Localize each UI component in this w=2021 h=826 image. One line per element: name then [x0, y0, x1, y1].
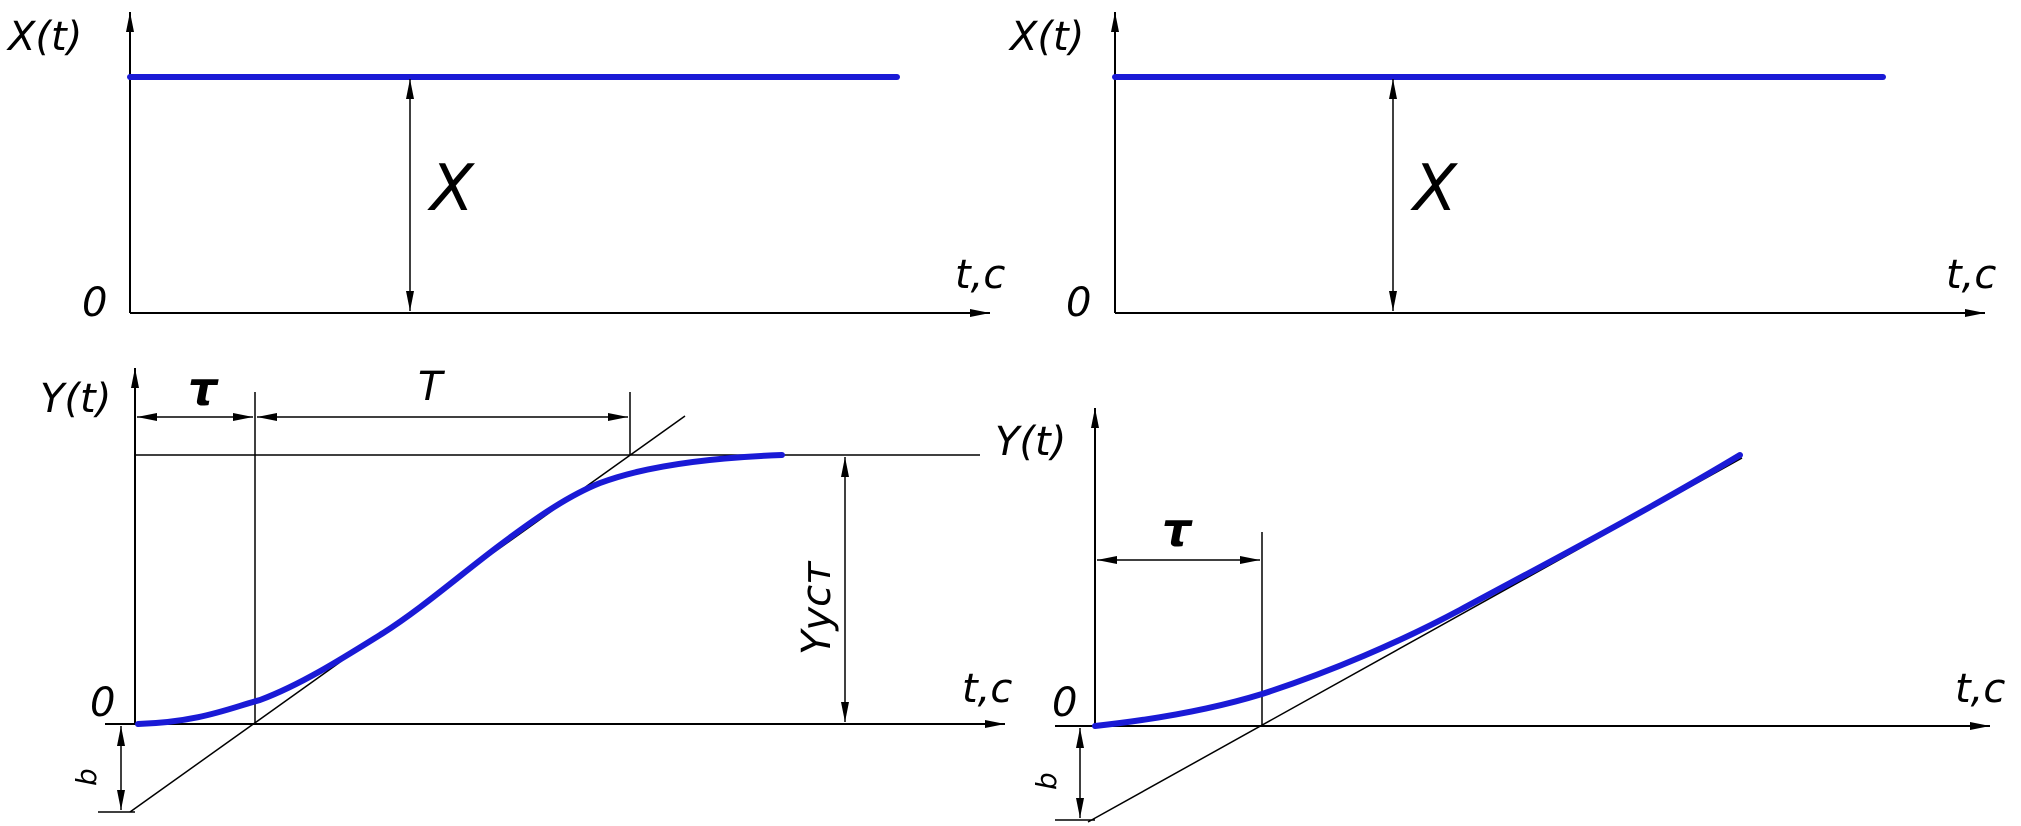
y-axis-label: Y(t) — [40, 376, 111, 422]
y-axis-label: Y(t) — [995, 419, 1066, 465]
origin-label: 0 — [90, 680, 115, 726]
origin-label: 0 — [1052, 680, 1077, 726]
tau-label: τ — [188, 362, 219, 416]
steady-state-label: Yуст — [794, 560, 840, 655]
panel-bottom-left: Y(t) t,c 0 τ T Yуст b — [40, 362, 1012, 813]
y-axis-label: X(t) — [6, 14, 82, 60]
amplitude-label: X — [427, 152, 475, 226]
x-axis-label: t,c — [1946, 252, 1996, 298]
origin-label: 0 — [82, 280, 107, 326]
x-axis-label: t,c — [955, 252, 1005, 298]
T-label: T — [418, 364, 446, 410]
panel-top-left: X(t) t,c 0 X — [6, 12, 1005, 326]
amplitude-label: X — [1410, 152, 1458, 226]
tau-label: τ — [1162, 503, 1193, 557]
b-label: b — [1030, 772, 1063, 790]
origin-label: 0 — [1066, 280, 1091, 326]
panel-top-right: X(t) t,c 0 X — [1008, 12, 1996, 326]
b-label: b — [70, 768, 103, 786]
panel-bottom-right: Y(t) t,c 0 τ b — [995, 408, 2005, 823]
x-axis-label: t,c — [1955, 666, 2005, 712]
response-curve — [1092, 452, 1743, 729]
y-axis-label: X(t) — [1008, 14, 1084, 60]
response-curve — [135, 452, 785, 727]
x-axis-label: t,c — [962, 666, 1012, 712]
